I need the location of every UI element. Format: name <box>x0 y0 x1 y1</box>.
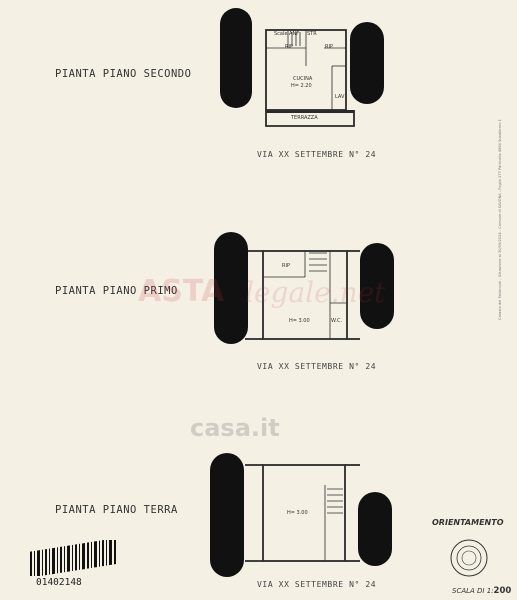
room-rip-first: RIP <box>282 263 290 269</box>
street-label-second: VIA XX SETTEMBRE N° 24 <box>257 150 377 159</box>
room-terrazza: TERRAZZA <box>291 115 318 121</box>
side-cadastral-note: Catasto dei Fabbricati - Situazione al 3… <box>498 119 502 320</box>
street-label-first: VIA XX SETTEMBRE N° 24 <box>257 362 377 371</box>
floor-plan-second <box>265 29 355 127</box>
floor-plan-ground <box>245 464 360 562</box>
scale-prefix: SCALA DI 1: <box>452 587 494 595</box>
watermark-asta: ASTA <box>138 274 225 309</box>
room-scale: Scale ANF <box>274 31 300 37</box>
watermark-casa: casa.it <box>190 414 280 442</box>
room-rip-2: RIP <box>325 44 333 50</box>
level-label-first: PIANTA PIANO PRIMO <box>55 285 178 297</box>
room-rip-1: RIP <box>285 44 293 50</box>
level-label-ground: PIANTA PIANO TERRA <box>55 504 178 516</box>
redaction-left-ground <box>210 453 244 577</box>
scale-value: 200 <box>493 586 512 596</box>
barcode-number: 01402148 <box>36 577 82 588</box>
redaction-right-second <box>350 22 384 104</box>
room-wc: W.C. <box>331 318 343 324</box>
redaction-left-second <box>220 8 252 108</box>
watermark-legale: legale.net <box>245 276 386 309</box>
redaction-right-ground <box>358 492 392 566</box>
level-label-second: PIANTA PIANO SECONDO <box>55 68 192 80</box>
room-lav: LAV <box>335 94 345 100</box>
floor-plan-first <box>245 250 360 340</box>
barcode-icon <box>30 540 116 576</box>
compass-icon <box>450 539 488 577</box>
street-label-ground: VIA XX SETTEMBRE N° 24 <box>257 580 377 589</box>
redaction-left-first <box>214 232 248 344</box>
orientation-label: ORIENTAMENTO <box>432 518 504 527</box>
room-str: STR <box>307 31 317 37</box>
room-height-first: H= 3.00 <box>289 318 310 324</box>
scale-label: SCALA DI 1:200 <box>452 586 511 596</box>
room-height-ground: H= 3.00 <box>287 510 308 516</box>
redaction-right-first <box>360 243 394 329</box>
room-height-second: H= 2.20 <box>291 83 312 89</box>
room-cucina: CUCINA <box>293 76 313 82</box>
